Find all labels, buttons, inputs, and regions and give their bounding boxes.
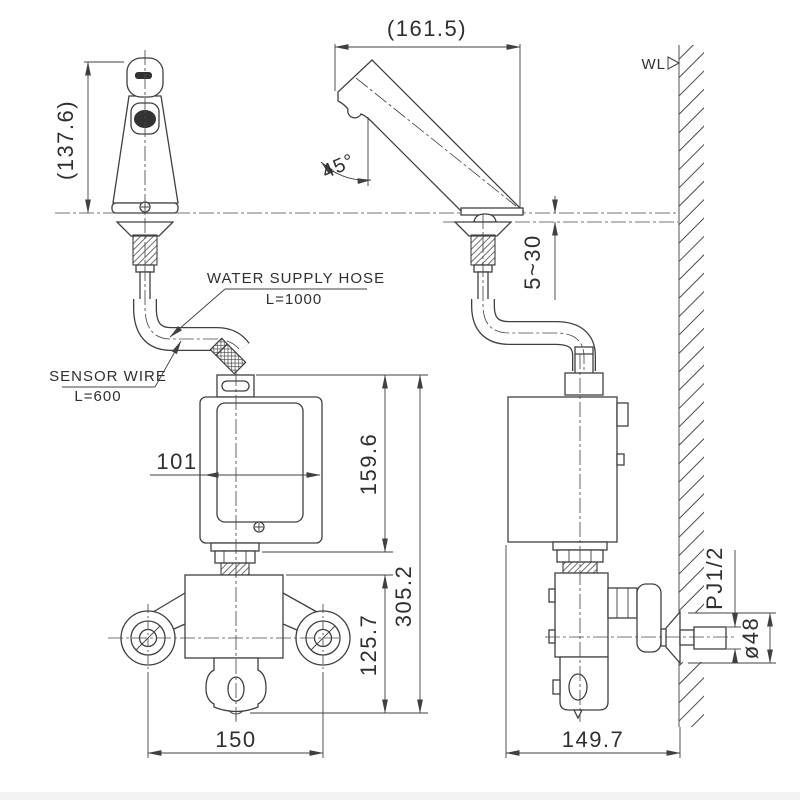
spout-outlet-slot: [135, 72, 152, 79]
dim-deck-thickness: 5~30: [520, 196, 558, 300]
wall-pipe-neck: [679, 629, 695, 646]
centerline-faucet-side: [482, 214, 585, 371]
outlet-opening-side: [568, 673, 588, 701]
faucet-base-side: [460, 207, 524, 216]
dim-overall-height-value: 305.2: [391, 565, 416, 628]
valve-body-side: [554, 572, 609, 658]
coupling-plate-front: [210, 542, 260, 552]
wall-line-marker-triangle: [667, 56, 681, 70]
dim-valve-height-value: 125.7: [356, 614, 381, 677]
hose-leader-line: [169, 288, 226, 338]
dim-spout-reach-value: (161.5): [387, 16, 467, 41]
dim-wall-to-front: 149.7: [505, 545, 681, 758]
dim-controller-height-value: 159.6: [356, 433, 381, 496]
dim-deck-thickness-value: 5~30: [520, 234, 545, 290]
controller-box-side: [507, 396, 618, 543]
wire-leader-line: [154, 340, 182, 388]
wire-callout: SENSOR WIRE L=600: [49, 340, 182, 405]
hose-connector-front: [209, 337, 247, 375]
supply-arm: [636, 583, 662, 653]
centerline-spout-axis: [355, 77, 517, 207]
dim-controller-height: 159.6: [256, 374, 428, 553]
dim-wall-to-front-value: 149.7: [562, 727, 625, 752]
coupling-nut-front: [214, 550, 256, 564]
dim-mount-pitch-value: 150: [215, 727, 256, 752]
dim-overall-height: 305.2: [391, 374, 423, 714]
hose-callout-length: L=1000: [266, 291, 322, 308]
dim-supply-thread-value: PJ1/2: [702, 546, 727, 610]
controller-cap-side: [564, 372, 604, 396]
dim-mount-pitch: 150: [147, 672, 324, 758]
dim-escutcheon-diameter-value: ø48: [738, 617, 763, 659]
dim-controller-width: 101: [150, 449, 321, 478]
supply-nut: [607, 587, 638, 619]
controller-box-front: [199, 396, 323, 544]
hose-callout-name: WATER SUPPLY HOSE: [207, 270, 385, 287]
wire-callout-name: SENSOR WIRE: [49, 368, 167, 385]
center-lines: [108, 50, 737, 722]
valve-body-front: [184, 574, 284, 659]
page-bottom-strip: [0, 792, 800, 800]
coupling-thread-front: [220, 562, 250, 576]
bracket-tab: [616, 453, 625, 466]
dim-valve-height: 125.7: [250, 574, 428, 714]
wall-pipe-thread-end: [693, 626, 727, 650]
dim-faucet-height-value: (137.6): [53, 100, 78, 180]
wall-line-label: WL: [642, 56, 667, 73]
dim-spout-reach: (161.5): [334, 16, 521, 208]
wall-hatching-upper: [679, 45, 704, 613]
dim-supply-thread: PJ1/2: [702, 546, 741, 663]
controller-front-view: [199, 374, 323, 576]
wall-section: WL: [642, 45, 704, 727]
dim-faucet-height: (137.6): [53, 61, 124, 214]
dim-controller-width-value: 101: [156, 449, 197, 474]
wire-callout-length: L=600: [74, 388, 121, 405]
base-dome-side: [473, 213, 497, 223]
cap-slot: [221, 380, 250, 392]
hose-callout: WATER SUPPLY HOSE L=1000: [169, 270, 385, 338]
wall-hatching-lower: [679, 662, 704, 727]
wall-escutcheon: [665, 610, 681, 665]
wall-bracket: [616, 402, 629, 427]
valve-outlet-side: [559, 656, 609, 711]
valve-side-view: [548, 572, 727, 720]
centerline-faucet-front: [144, 50, 241, 351]
dim-escutcheon-diameter: ø48: [688, 612, 776, 664]
